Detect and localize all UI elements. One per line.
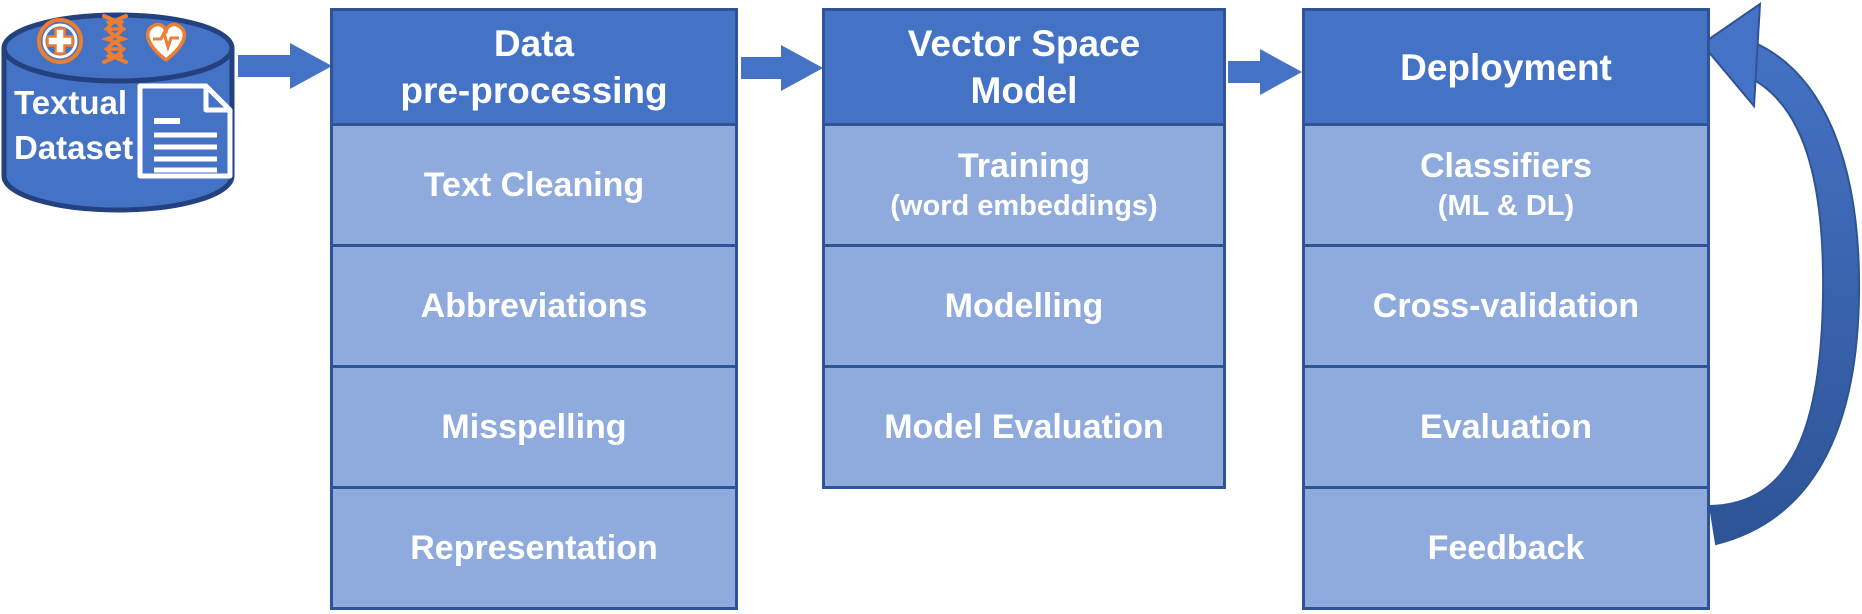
stage-item-text-cleaning: Text Cleaning	[330, 123, 738, 247]
stage-item-representation: Representation	[330, 486, 738, 610]
preprocessing-to-vsm-arrow	[741, 45, 823, 91]
source-label-line: Dataset	[14, 129, 134, 166]
stage-item-classifiers: Classifiers (ML & DL)	[1302, 123, 1710, 247]
stage-title-line: Model	[970, 70, 1078, 111]
stage-header-deployment: Deployment	[1302, 8, 1710, 126]
stage-title-line: Deployment	[1400, 46, 1612, 88]
stage-header-data-preprocessing: Data pre-processing	[330, 8, 738, 126]
stage-title-line: Vector Space	[907, 23, 1141, 64]
source-dataset-label: Textual Dataset	[14, 80, 133, 170]
stage-item-modelling: Modelling	[822, 244, 1226, 368]
medical-cross-icon	[37, 18, 83, 64]
stage-item-misspelling: Misspelling	[330, 365, 738, 489]
stage-item-label: Abbreviations	[420, 286, 648, 325]
stage-item-label: Misspelling	[441, 407, 627, 446]
stage-item-feedback: Feedback	[1302, 486, 1710, 610]
stage-item-sublabel: (ML & DL)	[1437, 190, 1575, 222]
stage-column-deployment: Deployment Classifiers (ML & DL) Cross-v…	[1302, 8, 1710, 610]
stage-item-label: Representation	[410, 528, 658, 567]
stage-item-model-evaluation: Model Evaluation	[822, 365, 1226, 489]
document-fold-corner	[203, 86, 230, 113]
stage-item-label: Classifiers	[1420, 147, 1592, 185]
vsm-to-deployment-arrow	[1228, 49, 1302, 95]
stage-item-label: Evaluation	[1420, 407, 1592, 446]
stage-item-label: Cross-validation	[1372, 286, 1640, 325]
stage-item-evaluation: Evaluation	[1302, 365, 1710, 489]
stage-item-label: Text Cleaning	[423, 165, 645, 204]
stage-column-data-preprocessing: Data pre-processing Text Cleaning Abbrev…	[330, 8, 738, 610]
stage-item-label: Model Evaluation	[884, 407, 1164, 446]
stage-header-vector-space-model: Vector Space Model	[822, 8, 1226, 126]
stage-item-abbreviations: Abbreviations	[330, 244, 738, 368]
stage-column-vector-space-model: Vector Space Model Training (word embedd…	[822, 8, 1226, 489]
stage-item-label: Training	[957, 147, 1091, 185]
feedback-arrowhead	[1700, 2, 1762, 109]
dataset-to-preprocessing-arrow	[238, 43, 332, 89]
stage-item-training: Training (word embeddings)	[822, 123, 1226, 247]
document-icon	[137, 83, 233, 179]
stage-item-label: Modelling	[944, 286, 1104, 325]
stage-item-cross-validation: Cross-validation	[1302, 244, 1710, 368]
dna-icon	[100, 14, 130, 64]
stage-title-line: Data	[493, 23, 575, 64]
stage-title-line: pre-processing	[400, 70, 668, 111]
heart-pulse-icon	[146, 22, 186, 62]
feedback-to-deployment-arrow	[1700, 2, 1861, 546]
stage-item-label: Feedback	[1427, 528, 1585, 567]
source-label-line: Textual	[14, 84, 128, 121]
stage-item-sublabel: (word embeddings)	[890, 190, 1158, 222]
